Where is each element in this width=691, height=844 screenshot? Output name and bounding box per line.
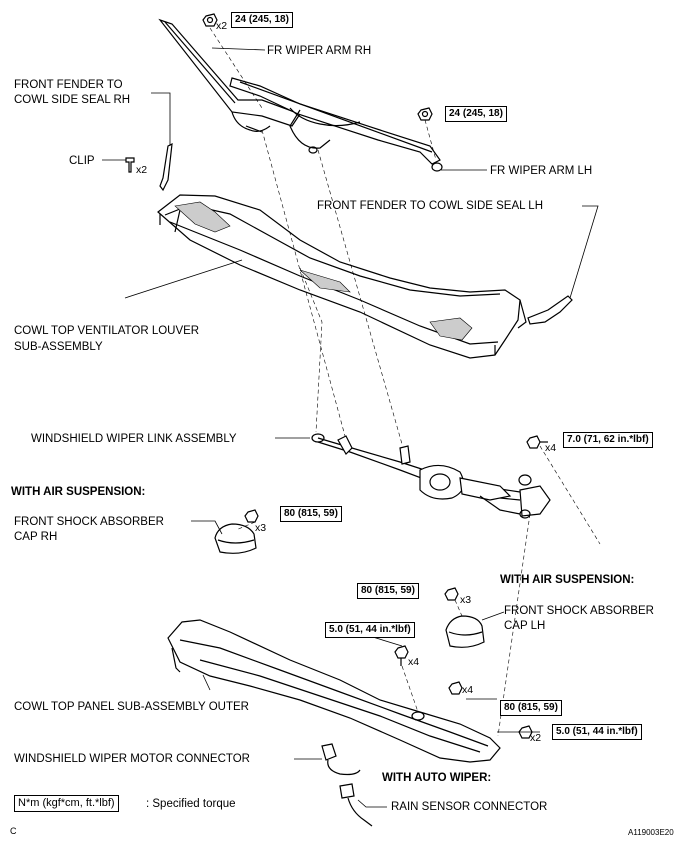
figure-code: A119003E20 (628, 828, 674, 837)
torque-panel-bolt-right: 5.0 (51, 44 in.*lbf) (552, 724, 642, 740)
install-lines (209, 27, 601, 737)
label-fr-wiper-arm-lh: FR WIPER ARM LH (490, 165, 593, 177)
label-louver-1: COWL TOP VENTILATOR LOUVER (14, 325, 200, 337)
qty-shock-cap-lh: x3 (460, 594, 472, 606)
label-fender-seal-rh-1: FRONT FENDER TO (14, 79, 123, 91)
motor-connector-drawing (321, 743, 361, 776)
label-rain-sensor-connector: RAIN SENSOR CONNECTOR (391, 801, 548, 813)
panel-nut-right-drawing (448, 681, 463, 695)
label-shock-cap-rh-1: FRONT SHOCK ABSORBER (14, 516, 164, 528)
label-clip: CLIP (69, 155, 95, 167)
header-with-auto-wiper: WITH AUTO WIPER: (382, 772, 492, 784)
arm-lh-nut-drawing (417, 107, 433, 121)
shock-cap-lh-nut-drawing (444, 587, 459, 601)
fender-seal-lh-drawing (527, 295, 573, 325)
qty-link-bolt: x4 (545, 442, 557, 454)
cowl-panel-drawing (167, 619, 501, 763)
leader-lines (102, 47, 599, 808)
label-motor-connector: WINDSHIELD WIPER MOTOR CONNECTOR (14, 753, 250, 765)
qty-panel-bolt-left: x4 (408, 656, 420, 668)
corner-letter: C (10, 826, 17, 836)
louver-mesh (174, 201, 473, 341)
link-assembly-drawing (311, 433, 551, 519)
label-fender-seal-rh-2: COWL SIDE SEAL RH (14, 94, 131, 106)
torque-link-bolt: 7.0 (71, 62 in.*lbf) (563, 432, 653, 448)
torque-shock-cap-rh: 80 (815, 59) (280, 506, 342, 522)
legend-torque-box: N*m (kgf*cm, ft.*lbf) (14, 795, 119, 812)
legend-torque-text: : Specified torque (146, 798, 236, 810)
label-fr-wiper-arm-rh: FR WIPER ARM RH (267, 45, 372, 57)
label-shock-cap-lh-1: FRONT SHOCK ABSORBER (504, 605, 654, 617)
header-with-air-suspension-1: WITH AIR SUSPENSION: (11, 486, 146, 498)
shock-cap-rh-drawing (214, 523, 257, 554)
label-link-assembly: WINDSHIELD WIPER LINK ASSEMBLY (31, 433, 237, 445)
label-shock-cap-lh-2: CAP LH (504, 620, 546, 632)
qty-wiper-arm-rh: x2 (216, 20, 228, 32)
torque-panel-nut-right: 80 (815, 59) (500, 700, 562, 716)
shock-cap-rh-nut-drawing (244, 509, 259, 523)
arm-rh-nut-drawing (202, 13, 218, 27)
qty-clip: x2 (136, 164, 148, 176)
qty-shock-cap-rh: x3 (255, 522, 267, 534)
label-cowl-panel-outer: COWL TOP PANEL SUB-ASSEMBLY OUTER (14, 701, 249, 713)
wiper-arm-lh-drawing (229, 77, 443, 172)
clip-drawing (125, 157, 135, 173)
shock-cap-lh-drawing (445, 615, 485, 648)
torque-wiper-arm-rh: 24 (245, 18) (231, 12, 293, 28)
rain-sensor-connector-drawing (339, 783, 373, 827)
qty-panel-bolt-right: x2 (530, 732, 542, 744)
panel-bolt-left-drawing (394, 645, 409, 666)
torque-shock-cap-lh: 80 (815, 59) (357, 583, 419, 599)
fender-seal-rh-drawing (159, 142, 173, 192)
label-fender-seal-lh: FRONT FENDER TO COWL SIDE SEAL LH (317, 200, 543, 212)
wiper-arm-rh-drawing (158, 18, 301, 133)
label-shock-cap-rh-2: CAP RH (14, 531, 58, 543)
qty-panel-nut-right: x4 (462, 684, 474, 696)
header-with-air-suspension-2: WITH AIR SUSPENSION: (500, 574, 635, 586)
torque-wiper-arm-lh: 24 (245, 18) (445, 106, 507, 122)
link-bolt-drawing (526, 435, 548, 449)
torque-panel-bolt-left: 5.0 (51, 44 in.*lbf) (325, 622, 415, 638)
label-louver-2: SUB-ASSEMBLY (14, 341, 103, 353)
